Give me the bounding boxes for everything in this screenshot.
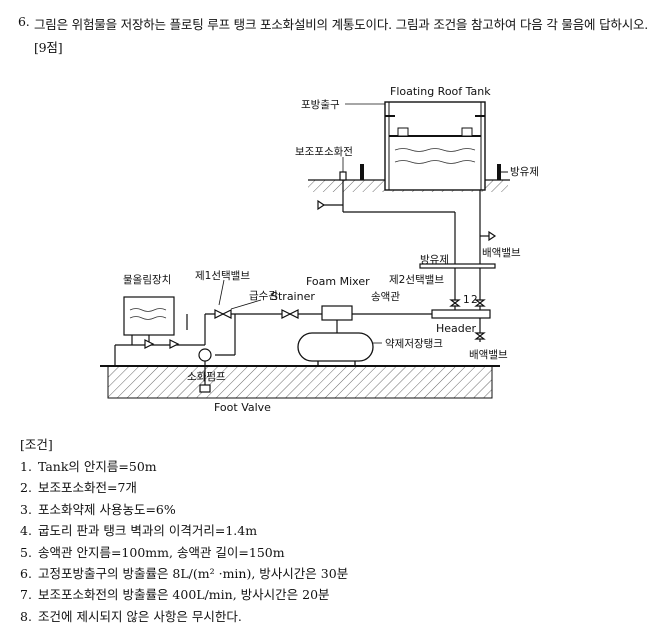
label-drain-valve-2: 배액밸브	[469, 349, 508, 361]
label-num-1: 1	[463, 294, 470, 306]
conditions-heading: [조건]	[20, 437, 53, 452]
oil-barrier-wall-left	[360, 164, 364, 180]
label-selection-valve-1: 제1선택밸브	[195, 270, 250, 282]
main-pipeline	[204, 305, 432, 356]
foam-concentrate-tank	[297, 332, 374, 366]
label-foam-mixer: Foam Mixer	[306, 275, 370, 288]
fire-pump	[198, 348, 212, 393]
question-text: 그림은 위험물을 저장하는 플로팅 루프 탱크 포소화설비의 계통도이다. 그림…	[34, 17, 649, 32]
label-foot-valve: Foot Valve	[214, 401, 271, 414]
condition-item: 3. 포소화약제 사용농도=6%	[20, 501, 176, 517]
header-pipe	[431, 296, 491, 342]
label-foam-outlet: 포방출구	[301, 99, 340, 111]
label-strainer: Strainer	[271, 290, 315, 303]
label-aux-foam-hydrant: 보조포소화전	[295, 146, 353, 158]
label-selection-valve-2: 제2선택밸브	[389, 274, 444, 286]
floating-roof-tank	[384, 101, 486, 191]
label-num-2: 2	[471, 294, 478, 306]
condition-item: 7. 보조포소화전의 방출률은 400L/min, 방사시간은 20분	[20, 587, 330, 603]
ground	[100, 365, 500, 399]
system-diagram: Floating Roof Tank 포방출구 보조포소화전 방유제 배액밸브 …	[100, 85, 539, 414]
oil-barrier-wall-right	[497, 164, 501, 180]
conditions-list: 1. Tank의 안지름=50m 2. 보조포소화전=7개 3. 포소화약제 사…	[20, 456, 348, 627]
label-water-supply-pipe: 급수관	[249, 290, 278, 302]
condition-item: 4. 굽도리 판과 탱크 벽과의 이격거리=1.4m	[20, 523, 258, 539]
label-oil-barrier-2: 방유제	[420, 254, 449, 266]
label-floating-roof-tank: Floating Roof Tank	[390, 85, 491, 98]
label-fire-pump: 소화펌프	[187, 371, 226, 383]
label-water-tank-device: 물올림장치	[123, 274, 171, 286]
condition-item: 8. 조건에 제시되지 않은 사항은 무시한다.	[20, 608, 242, 624]
water-makeup-device	[114, 296, 205, 366]
condition-item: 5. 송액관 안지름=100mm, 송액관 길이=150m	[20, 544, 285, 560]
label-drain-valve-1: 배액밸브	[482, 247, 521, 259]
condition-item: 6. 고정포방출구의 방출률은 8L/(m² ·min), 방사시간은 30분	[20, 565, 349, 581]
label-oil-barrier: 방유제	[510, 166, 539, 178]
question-number: 6.	[18, 14, 30, 29]
question-points: [9점]	[34, 40, 63, 55]
label-header: Header	[436, 322, 477, 335]
condition-item: 2. 보조포소화전=7개	[20, 480, 137, 496]
condition-item: 1. Tank의 안지름=50m	[20, 459, 157, 474]
label-foam-solution-pipe: 송액관	[371, 291, 400, 303]
leader-lines	[218, 103, 508, 344]
label-concentrate-tank: 약제저장탱크	[385, 338, 443, 350]
